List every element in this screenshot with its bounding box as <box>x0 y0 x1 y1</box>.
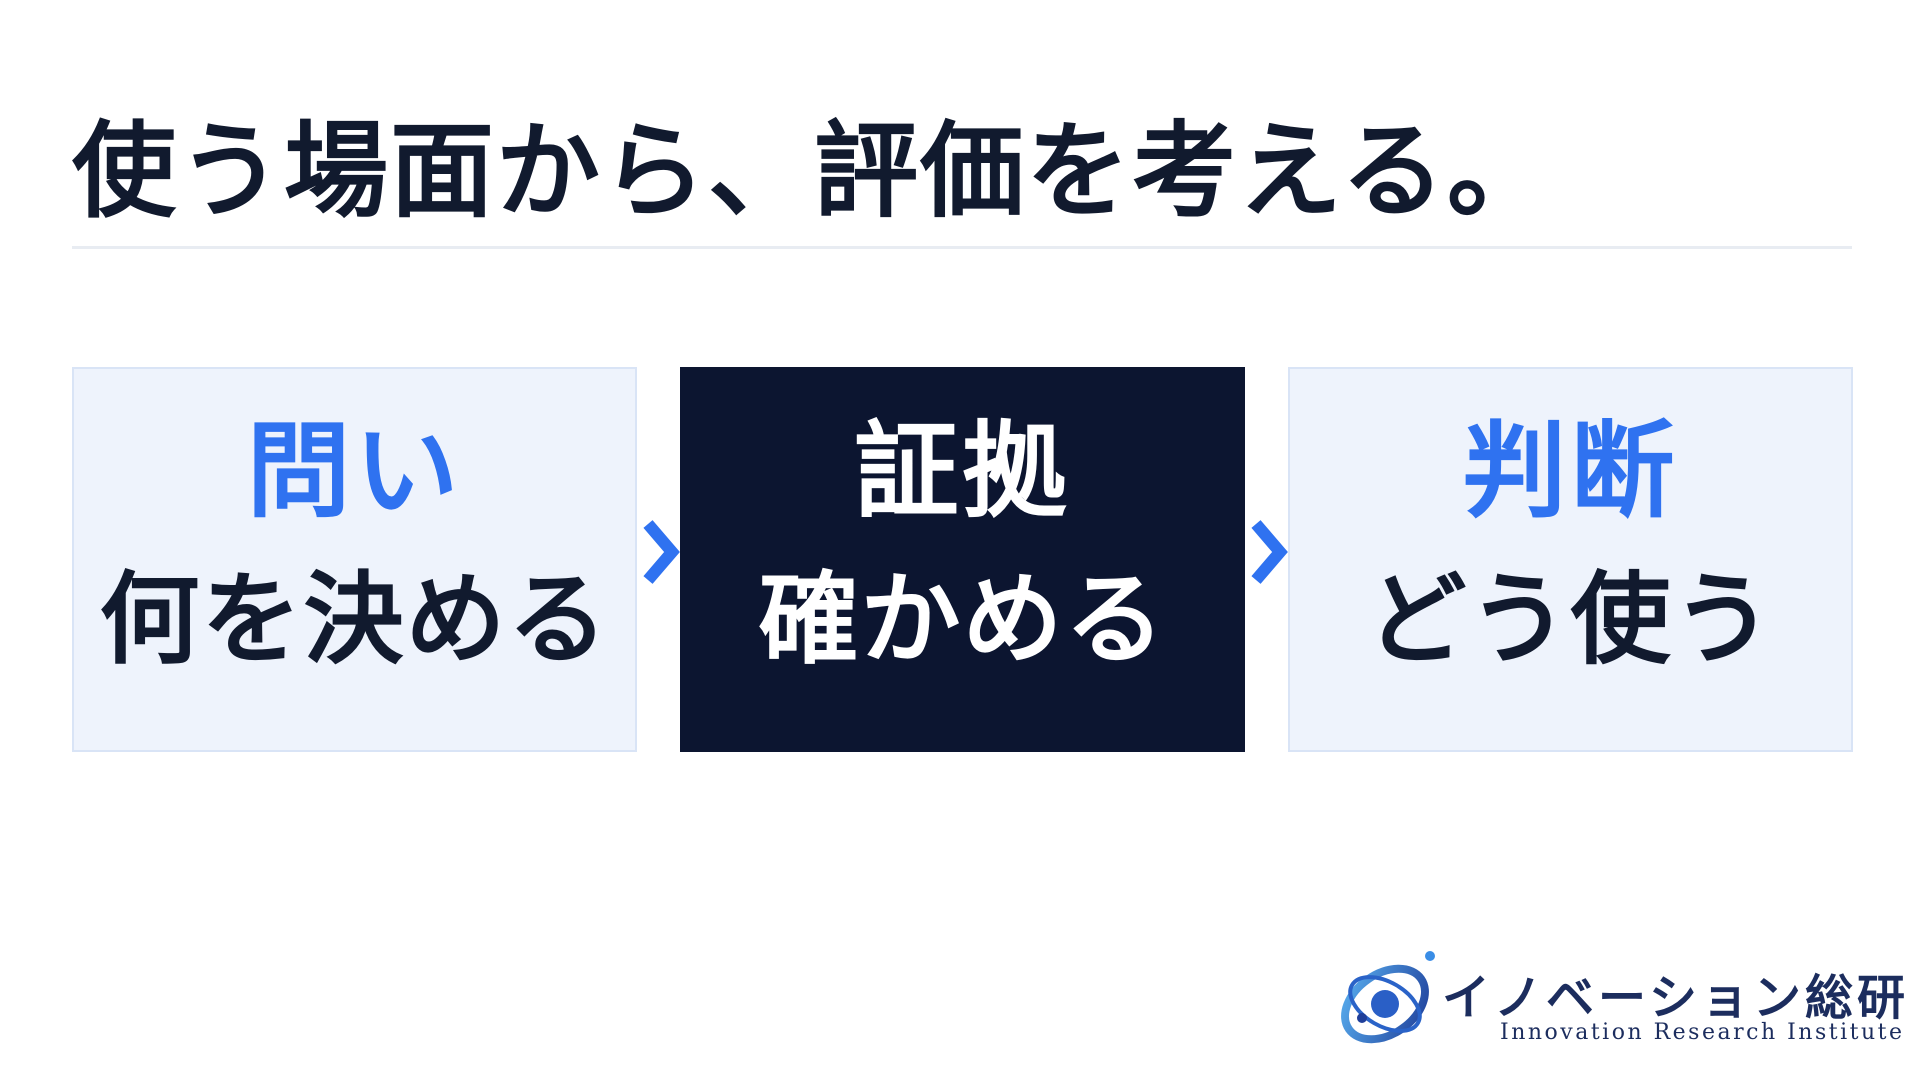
step-heading: 証拠 <box>854 410 1071 532</box>
orbit-logo-icon <box>1341 951 1435 1044</box>
chevron-right-icon <box>1251 520 1288 584</box>
step-subtext: どう使う <box>1366 560 1775 678</box>
step-subtext: 何を決める <box>99 560 610 678</box>
step-heading: 判断 <box>1462 410 1679 532</box>
step-heading: 問い <box>246 410 463 532</box>
logo-name: イノベーション総研 <box>1442 970 1910 1026</box>
step-card-evidence: 証拠 確かめる <box>680 367 1245 752</box>
logo-subtitle: Innovation Research Institute <box>1500 1020 1905 1045</box>
page-title: 使う場面から、評価を考える。 <box>72 110 1553 232</box>
step-card-judgment: 判断 どう使う <box>1288 367 1853 752</box>
chevron-right-icon <box>643 520 680 584</box>
step-card-question: 問い 何を決める <box>72 367 637 752</box>
step-subtext: 確かめる <box>758 560 1167 678</box>
title-divider <box>72 246 1852 249</box>
